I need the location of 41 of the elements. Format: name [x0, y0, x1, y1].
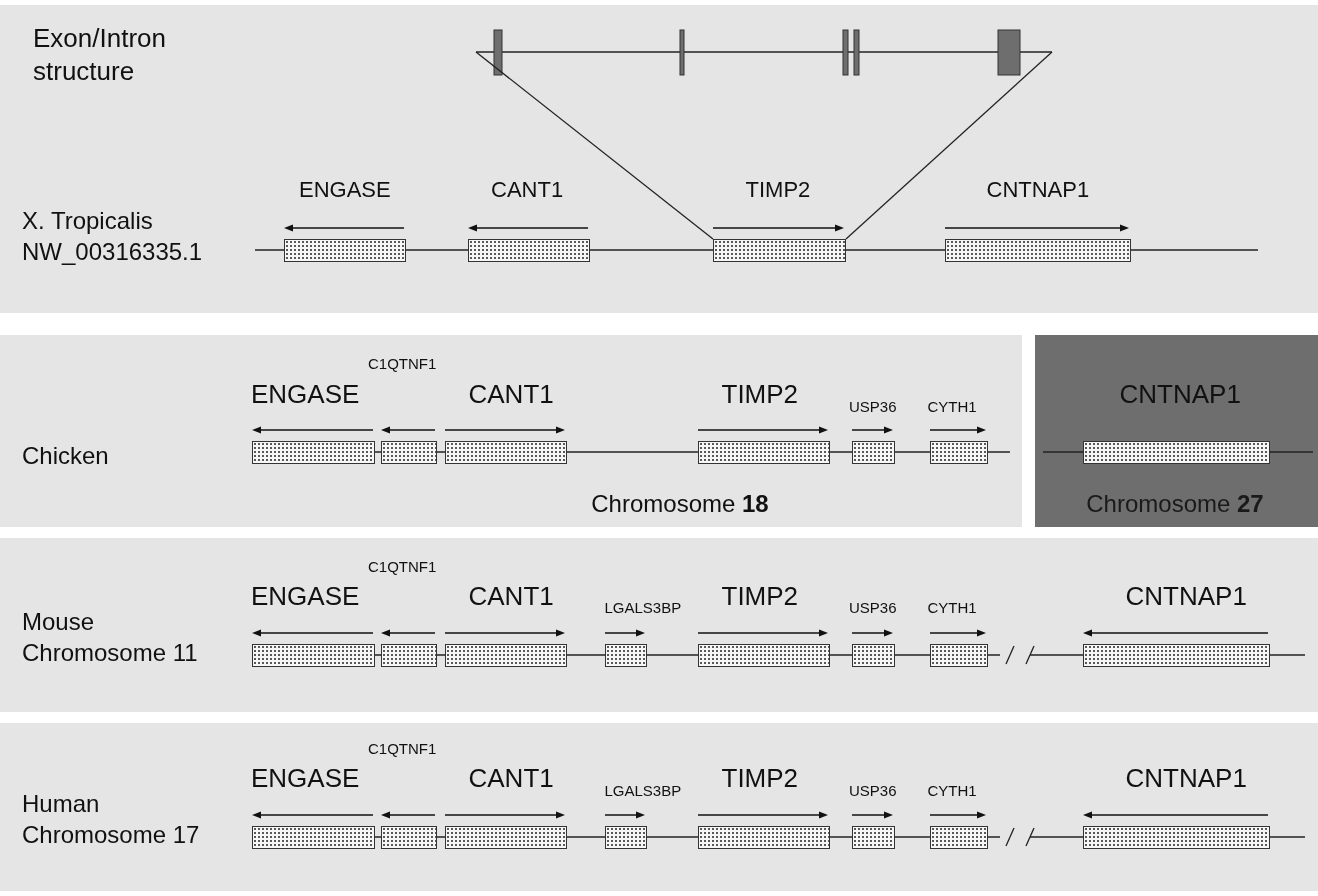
section-label: Exon/Intron structure	[33, 22, 167, 87]
gene-label: TIMP2	[721, 381, 799, 407]
gene-label: CNTNAP1	[1119, 381, 1241, 407]
gene-label: TIMP2	[721, 583, 799, 609]
gene-label: ENGASE	[251, 381, 360, 407]
chromosome-label: Chromosome 18	[590, 489, 770, 519]
zoom-line	[475, 51, 714, 240]
gene-label: C1QTNF1	[368, 741, 437, 756]
gene-label: CNTNAP1	[1125, 765, 1247, 791]
gene-label: C1QTNF1	[368, 559, 437, 574]
panel-background	[0, 5, 1318, 313]
species-label: Human Chromosome 17	[22, 789, 201, 851]
species-label: Chicken	[22, 441, 109, 471]
gene-label: CYTH1	[927, 399, 977, 414]
panel-background	[0, 723, 1318, 891]
gene-label: LGALS3BP	[604, 600, 682, 615]
gene-label: CYTH1	[927, 783, 977, 798]
zoom-line	[845, 51, 1053, 240]
species-label: X. Tropicalis NW_00316335.1	[22, 206, 204, 268]
gene-label: CNTNAP1	[986, 179, 1090, 201]
gene-label: CANT1	[491, 179, 564, 201]
gene-label: CNTNAP1	[1125, 583, 1247, 609]
gene-label: ENGASE	[299, 179, 391, 201]
species-label: Mouse Chromosome 11	[22, 607, 199, 669]
panel-background	[0, 335, 1022, 527]
gene-label: CANT1	[468, 583, 554, 609]
gene-label: CANT1	[468, 381, 554, 407]
chromosome-label: Chromosome 27	[1085, 489, 1265, 519]
gene-label: ENGASE	[251, 583, 360, 609]
gene-label: CYTH1	[927, 600, 977, 615]
gene-label: LGALS3BP	[604, 783, 682, 798]
gene-label: TIMP2	[745, 179, 811, 201]
panel-background	[0, 538, 1318, 712]
panel-background	[1035, 335, 1318, 527]
gene-label: CANT1	[468, 765, 554, 791]
gene-label: C1QTNF1	[368, 356, 437, 371]
gene-label: ENGASE	[251, 765, 360, 791]
gene-label: TIMP2	[721, 765, 799, 791]
gene-label: USP36	[849, 399, 897, 414]
gene-label: USP36	[849, 600, 897, 615]
gene-label: USP36	[849, 783, 897, 798]
